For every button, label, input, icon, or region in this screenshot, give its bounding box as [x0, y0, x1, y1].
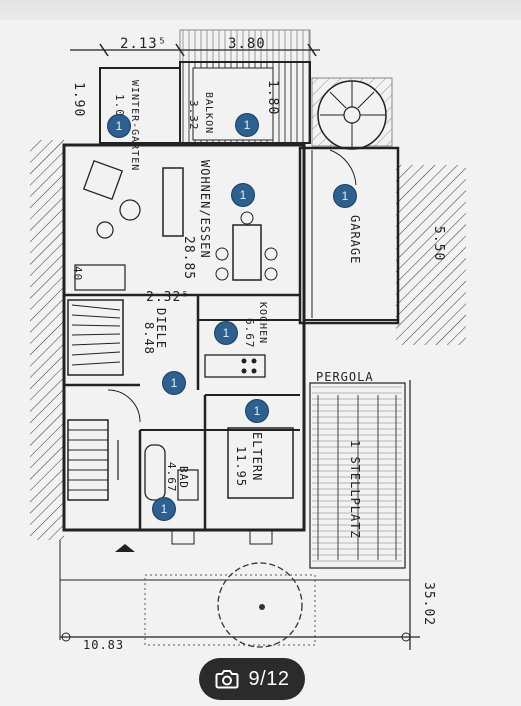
area-pergola: PERGOLA — [316, 370, 374, 384]
room-marker[interactable]: 1 — [334, 185, 356, 207]
room-bad-area: 4.67 — [165, 462, 178, 493]
area-stellplatz: 1 STELLPLATZ — [348, 440, 362, 539]
camera-icon — [215, 670, 239, 689]
dim-40: 40 — [71, 266, 84, 282]
room-marker[interactable]: 1 — [108, 115, 130, 137]
photo-counter-button[interactable]: 9/12 — [199, 658, 305, 700]
room-diele-area: 8.48 — [142, 322, 156, 355]
room-kochen: KOCHEN — [257, 302, 268, 345]
room-eltern-area: 11.95 — [234, 446, 248, 488]
room-garage: GARAGE — [348, 215, 362, 265]
room-kochen-area: 6.67 — [243, 318, 256, 349]
room-wohnen: WOHNEN/ESSEN — [198, 160, 212, 259]
room-balkon: BALKON — [203, 92, 214, 135]
dim-bottom-left: 10.83 — [83, 638, 125, 652]
room-wohnen-area: 28.85 — [181, 236, 196, 281]
room-marker[interactable]: 1 — [153, 498, 175, 520]
room-eltern: ELTERN — [250, 432, 264, 482]
room-marker[interactable]: 1 — [215, 322, 237, 344]
photo-counter-text: 9/12 — [248, 667, 290, 690]
dim-top-right: 3.80 — [228, 36, 266, 52]
room-marker[interactable]: 1 — [163, 372, 185, 394]
dim-top-left: 2.13⁵ — [120, 36, 168, 52]
room-marker[interactable]: 1 — [236, 114, 258, 136]
room-bad: BAD — [177, 466, 190, 489]
room-balkon-area: 3.32 — [187, 100, 200, 131]
dim-right-total: 35.02 — [421, 582, 436, 627]
room-marker[interactable]: 1 — [246, 400, 268, 422]
room-wintergarten: WINTER-GARTEN — [129, 80, 140, 172]
dim-left-height: 1.90 — [71, 82, 86, 118]
dim-diele-width: 2.32⁵ — [146, 290, 191, 305]
dim-balcony-height: 1.80 — [265, 80, 280, 116]
dim-garage-length: 5.50 — [431, 226, 446, 262]
room-marker[interactable]: 1 — [232, 184, 254, 206]
room-diele: DIELE — [154, 308, 168, 350]
